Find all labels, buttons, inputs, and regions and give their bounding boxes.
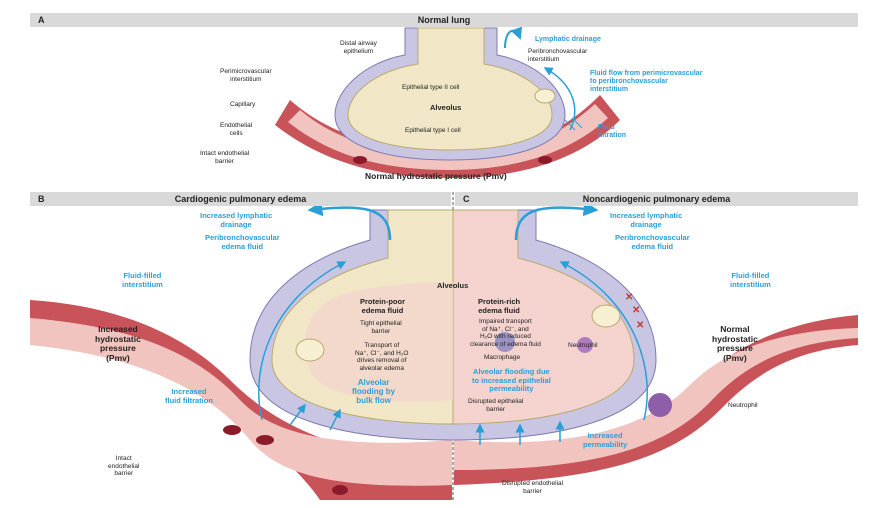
- label-lymphatic-drainage: Lymphatic drainage: [535, 36, 601, 44]
- red-blood-cell: [353, 156, 367, 164]
- svg-text:✕: ✕: [625, 292, 633, 303]
- label-epithelial-type-i: Epithelial type I cell: [405, 127, 461, 135]
- label-macrophage: Macrophage: [484, 354, 520, 362]
- label-normal-pressure: Normal hydrostatic pressure (Pmv): [365, 173, 507, 181]
- neutrophil: [648, 393, 672, 417]
- svg-text:✕: ✕: [636, 320, 644, 331]
- svg-text:✕: ✕: [632, 305, 640, 316]
- label-capillary: Capillary: [230, 101, 255, 109]
- label-c-alveolus: Alveolus: [437, 282, 468, 290]
- panel-b-header: B Cardiogenic pulmonary edema: [30, 192, 451, 206]
- label-epithelial-type-ii: Epithelial type II cell: [402, 84, 459, 92]
- red-blood-cell: [538, 156, 552, 164]
- panel-b-title: Cardiogenic pulmonary edema: [30, 194, 451, 204]
- red-blood-cell: [223, 425, 241, 435]
- label-neutrophil-outer: Neutrophil: [728, 402, 758, 410]
- panel-c-header: C Noncardiogenic pulmonary edema: [455, 192, 858, 206]
- panel-c-title: Noncardiogenic pulmonary edema: [455, 194, 858, 204]
- lymphatic-arrow: [505, 31, 520, 48]
- label-alveolus-a: Alveolus: [430, 104, 461, 112]
- red-blood-cell: [332, 485, 348, 495]
- red-blood-cell: [256, 435, 274, 445]
- label-neutrophil-inner: Neutrophil: [568, 342, 598, 350]
